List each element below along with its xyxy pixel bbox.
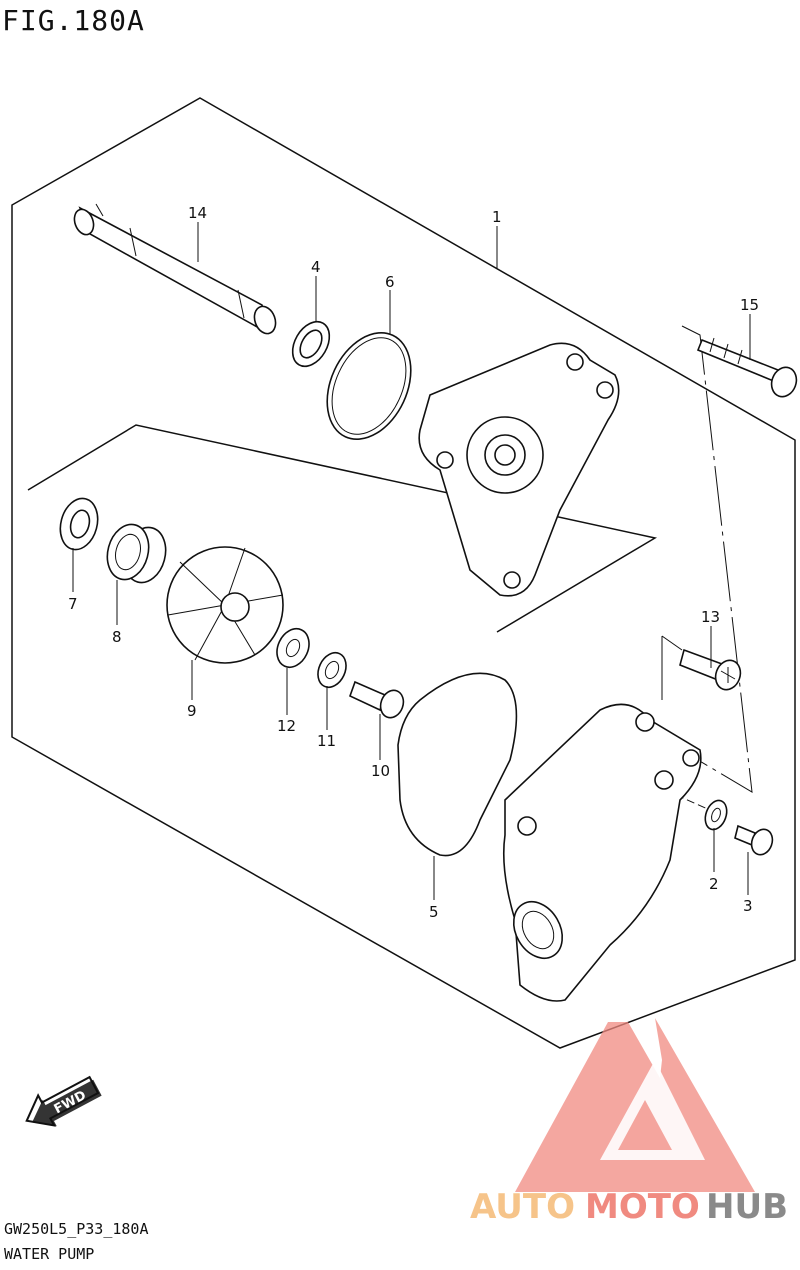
watermark-moto: MOTO — [585, 1187, 700, 1227]
watermark-hub: HUB — [706, 1187, 788, 1227]
assembly-boundary — [11, 97, 796, 1049]
part-6-o-ring — [326, 331, 412, 441]
callout-5: 5 — [429, 903, 439, 921]
callout-6: 6 — [385, 273, 395, 291]
bolt13-guide-line-2 — [661, 635, 683, 651]
part-7-oil-seal — [59, 497, 99, 551]
leader-lines — [72, 222, 751, 900]
callout-10: 10 — [371, 762, 390, 780]
fwd-arrow-icon: FWD — [25, 1075, 102, 1127]
callout-7: 7 — [68, 595, 78, 613]
part-11-washer — [317, 651, 347, 689]
part-8-mechanical-seal — [106, 523, 167, 584]
callout-12: 12 — [277, 717, 296, 735]
callout-3: 3 — [743, 897, 753, 915]
callout-11: 11 — [317, 732, 336, 750]
callout-4: 4 — [311, 258, 321, 276]
part-1-pump-body — [418, 342, 620, 597]
part-3-bolt — [734, 824, 774, 856]
callout-14: 14 — [188, 204, 207, 222]
part-2-washer — [704, 799, 728, 831]
part-13-screw — [679, 648, 742, 691]
part-10-bolt — [349, 680, 405, 719]
part-5-gasket — [397, 672, 518, 857]
callout-15: 15 — [740, 296, 759, 314]
part-12-washer — [276, 627, 310, 669]
diagram-caption: WATER PUMP — [4, 1245, 95, 1263]
part-4-washer — [291, 320, 331, 368]
callout-8: 8 — [112, 628, 122, 646]
part-14-pump-shaft — [73, 203, 277, 335]
callout-13: 13 — [701, 608, 720, 626]
watermark-logo: AUTO MOTO HUB — [470, 1018, 788, 1227]
part-15-bolt — [696, 337, 798, 398]
watermark-auto: AUTO — [470, 1187, 575, 1227]
callout-labels: 14 1 4 6 15 7 8 9 12 11 10 5 13 2 3 — [68, 204, 759, 921]
figure-title: FIG.180A — [2, 4, 145, 37]
pump-cover — [502, 703, 702, 1002]
impeller-group-boundary — [27, 424, 658, 633]
diagram-code: GW250L5_P33_180A — [4, 1220, 149, 1238]
part-9-impeller — [166, 546, 284, 664]
callout-2: 2 — [709, 875, 719, 893]
callout-1: 1 — [492, 208, 502, 226]
callout-9: 9 — [187, 702, 197, 720]
bolt-bracket-line — [681, 325, 753, 793]
